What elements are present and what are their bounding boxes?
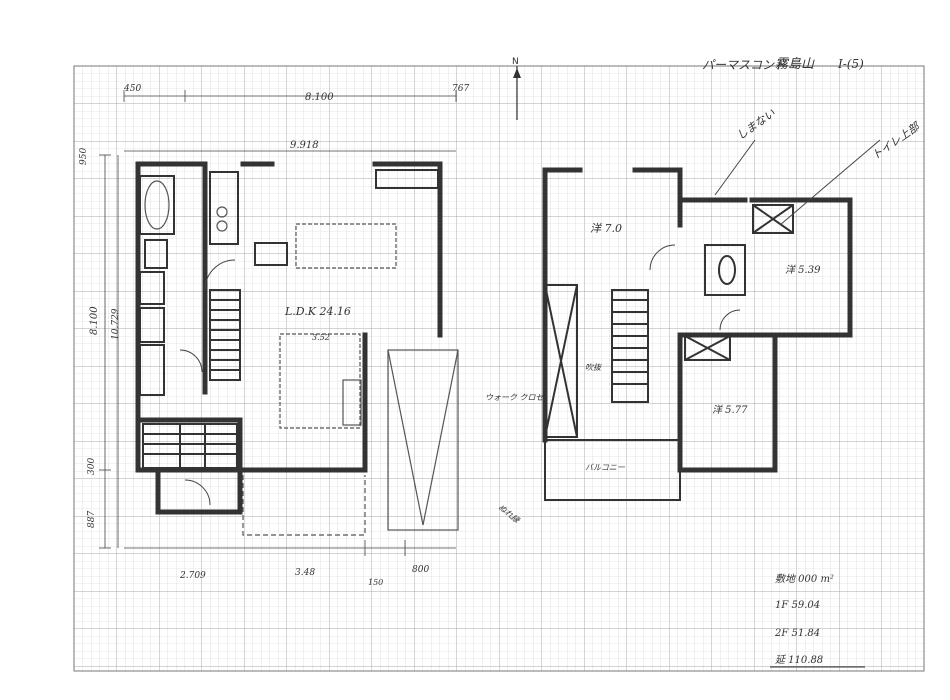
area-summary: 敷地 000 m² 1F 59.04 2F 51.84 延 110.88 <box>770 573 865 668</box>
room-a: 洋 5.39 <box>785 264 821 276</box>
grid-paper <box>73 65 925 672</box>
project-name: パーマスコンド <box>702 58 787 72</box>
client-name: 霧島山 <box>775 57 815 72</box>
dim-left-main: 8.100 <box>89 306 100 335</box>
dim-left-inner: 10.729 <box>111 308 121 340</box>
dim-top-right: 767 <box>452 84 469 94</box>
north-arrow: N <box>512 57 521 120</box>
dim-top-left: 450 <box>123 84 141 94</box>
floor1-plan: 450 8.100 767 9.918 950 8.100 10.729 300… <box>79 84 469 587</box>
parking-area <box>242 349 459 536</box>
floor1-dimensions <box>99 90 457 556</box>
area-site: 敷地 000 m² <box>775 573 834 585</box>
dim-left-bottom: 887 <box>87 511 97 528</box>
area-floor1: 1F 59.04 <box>775 600 820 611</box>
dim-inner-top: 9.918 <box>290 140 319 151</box>
dim-bottom-right: 800 <box>412 565 429 575</box>
room-ldk: L.D.K 24.16 <box>284 305 351 318</box>
floor1-thin-walls <box>139 169 439 469</box>
dim-bottom-left: 2.709 <box>179 571 206 581</box>
floor2-thin-walls <box>544 204 794 501</box>
floor1-furniture <box>144 180 397 429</box>
room-b: 洋 5.77 <box>712 404 748 416</box>
room-master: 洋 7.0 <box>590 222 622 235</box>
plan-code: I-(5) <box>837 57 864 71</box>
floor1-walls <box>135 161 443 515</box>
dim-top-main: 8.100 <box>305 92 334 103</box>
dim-stair: 3.52 <box>312 333 330 342</box>
north-label: N <box>512 57 519 67</box>
dim-bottom-small: 150 <box>368 578 383 587</box>
floor2-doors <box>649 244 741 331</box>
floor1-doors <box>179 259 236 506</box>
dim-left-mid: 300 <box>87 458 97 475</box>
label-hall: 吹抜 <box>585 363 602 372</box>
dim-bottom-mid: 3.48 <box>295 568 315 578</box>
label-balcony: バルコニー <box>585 463 626 472</box>
label-closet: ウォーク クロゼ <box>485 393 546 402</box>
title-block: パーマスコンド 霧島山 I-(5) <box>702 57 864 72</box>
area-total: 延 110.88 <box>775 654 823 666</box>
floor2-plan: 洋 7.0 洋 5.39 洋 5.77 ウォーク クロゼ バルコニー 吹抜 ぬれ… <box>485 167 853 526</box>
dim-left-top: 950 <box>79 148 89 165</box>
area-floor2: 2F 51.84 <box>774 628 820 639</box>
